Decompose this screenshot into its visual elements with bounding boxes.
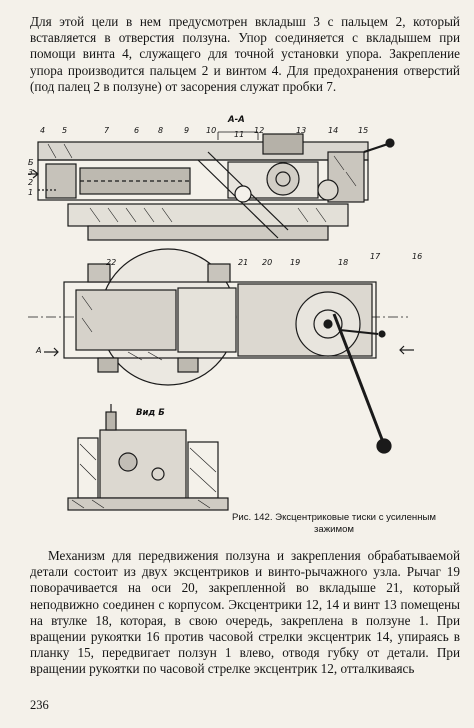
callout-4: 4 <box>40 126 46 135</box>
callout-16: 16 <box>412 252 423 261</box>
figure-caption: Рис. 142. Эксцентриковые тиски с усиленн… <box>231 512 437 535</box>
callout-20: 20 <box>262 258 273 267</box>
callout-18: 18 <box>338 258 349 267</box>
callout-15: 15 <box>358 126 369 135</box>
callout-3: 3 <box>28 168 34 177</box>
callout-21: 21 <box>238 258 249 267</box>
callout-2: 2 <box>28 178 34 187</box>
technical-drawing: А-А Вид Б А 4 5 7 6 8 9 10 11 12 13 14 1… <box>28 112 468 542</box>
callout-9: 9 <box>184 126 190 135</box>
callout-7: 7 <box>104 126 110 135</box>
callout-5: 5 <box>62 126 68 135</box>
callout-12: 12 <box>254 126 265 135</box>
callout-14: 14 <box>328 126 339 135</box>
bottom-paragraph-text: Механизм для передвижения ползуна и закр… <box>30 548 460 677</box>
callout-6: 6 <box>134 126 140 135</box>
callout-22: 22 <box>106 258 117 267</box>
top-paragraph-text: Для этой цели в нем предусмотрен вкладыш… <box>30 14 460 94</box>
callout-13: 13 <box>296 126 307 135</box>
callout-17: 17 <box>370 252 381 261</box>
callout-10: 10 <box>206 126 217 135</box>
page-number: 236 <box>30 698 49 712</box>
section-mark-label: А-А <box>228 115 245 125</box>
callout-b: Б <box>28 158 34 167</box>
callout-19: 19 <box>290 258 301 267</box>
callout-1: 1 <box>28 188 34 197</box>
callout-11: 11 <box>234 130 245 139</box>
top-paragraph: Для этой цели в нем предусмотрен вкладыш… <box>30 14 460 95</box>
arrow-a-label: А <box>36 346 42 355</box>
bottom-paragraph: Механизм для передвижения ползуна и закр… <box>30 548 460 678</box>
view-b-label: Вид Б <box>136 408 165 418</box>
callout-8: 8 <box>158 126 164 135</box>
vise-drawing <box>28 131 414 511</box>
